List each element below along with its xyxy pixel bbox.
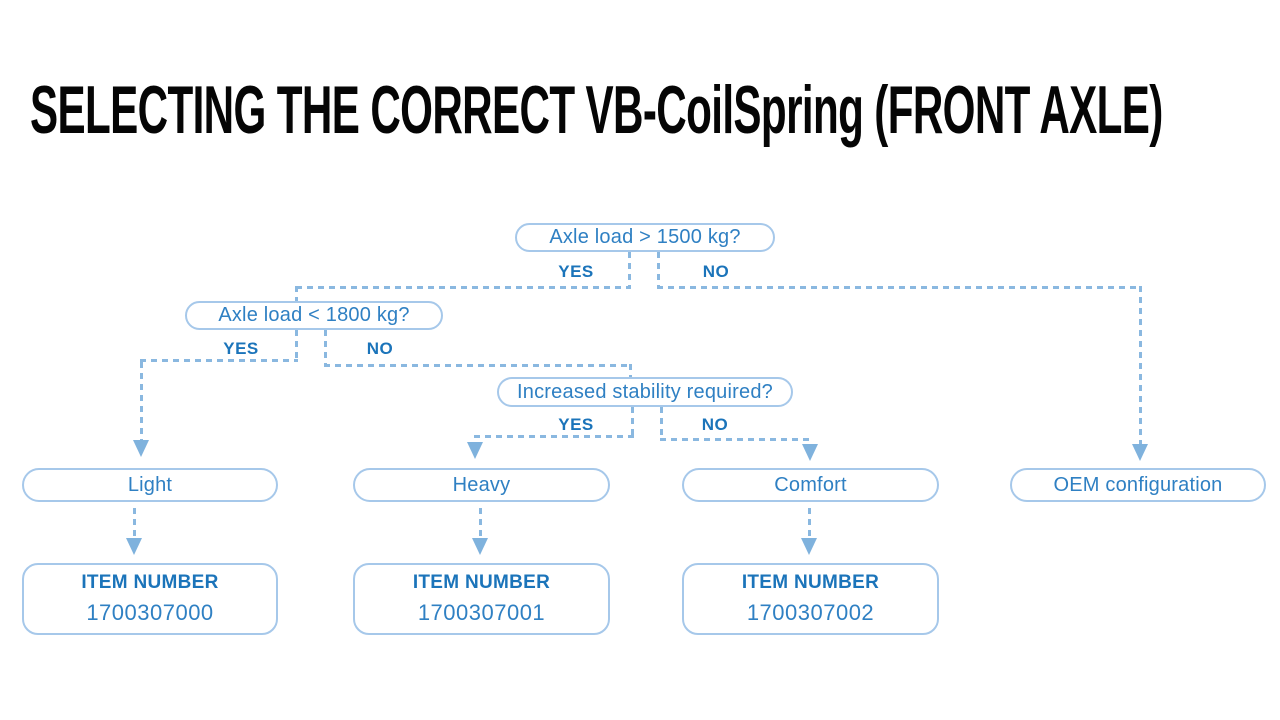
outcome-comfort-label: Comfort xyxy=(774,473,847,496)
item-number-box-heavy: ITEM NUMBER 1700307001 xyxy=(353,563,610,635)
item-number-heading: ITEM NUMBER xyxy=(81,572,219,593)
item-number-value: 1700307000 xyxy=(86,600,214,625)
arrow-into-item-2-icon xyxy=(472,538,488,555)
outcome-heavy-label: Heavy xyxy=(452,473,511,496)
item-number-heading: ITEM NUMBER xyxy=(741,572,880,593)
connector-d2-yes-horizontal xyxy=(140,359,298,362)
arrow-into-heavy-icon xyxy=(467,442,483,459)
arrow-into-comfort-icon xyxy=(802,444,818,461)
decision-3-yes-label: YES xyxy=(558,415,594,434)
decision-axle-load-1800-question: Axle load < 1800 kg? xyxy=(218,304,410,326)
arrow-into-oem-icon xyxy=(1132,444,1148,461)
connector-heavy-to-item xyxy=(479,508,482,538)
decision-axle-load-1800: Axle load < 1800 kg? xyxy=(185,301,443,330)
connector-into-d2 xyxy=(295,286,298,301)
item-number-value: 1700307002 xyxy=(746,600,875,625)
arrow-into-light-icon xyxy=(133,440,149,457)
connector-d3-no-stub xyxy=(660,407,663,440)
connector-d3-yes-horizontal xyxy=(474,435,634,438)
decision-axle-load-1500-question: Axle load > 1500 kg? xyxy=(549,226,741,248)
item-number-box-light: ITEM NUMBER 1700307000 xyxy=(22,563,278,635)
arrow-into-item-1-icon xyxy=(126,538,142,555)
item-number-heading: ITEM NUMBER xyxy=(412,572,551,593)
decision-2-no-label: NO xyxy=(366,339,394,358)
connector-d1-yes-stub xyxy=(628,252,631,288)
decision-axle-load-1500: Axle load > 1500 kg? xyxy=(515,223,775,252)
outcome-light: Light xyxy=(22,468,278,502)
outcome-oem-configuration-label: OEM configuration xyxy=(1053,473,1223,496)
connector-d1-yes-horizontal xyxy=(296,286,631,289)
outcome-heavy: Heavy xyxy=(353,468,610,502)
connector-to-oem xyxy=(1139,286,1142,444)
connector-d3-yes-stub xyxy=(631,407,634,437)
connector-light-to-item xyxy=(133,508,136,538)
connector-d3-no-horizontal xyxy=(660,438,811,441)
decision-2-yes-label: YES xyxy=(223,339,259,358)
decision-3-no-label: NO xyxy=(701,415,729,434)
outcome-comfort: Comfort xyxy=(682,468,939,502)
item-number-box-comfort: ITEM NUMBER 1700307002 xyxy=(682,563,939,635)
item-number-value: 1700307001 xyxy=(417,600,546,625)
decision-increased-stability-question: Increased stability required? xyxy=(517,380,773,403)
connector-d1-no-horizontal xyxy=(657,286,1142,289)
connector-d2-yes-stub xyxy=(295,330,298,361)
decision-increased-stability: Increased stability required? xyxy=(497,377,793,407)
connector-to-light xyxy=(140,362,143,440)
connector-into-d3 xyxy=(629,364,632,377)
outcome-oem-configuration: OEM configuration xyxy=(1010,468,1266,502)
decision-1-yes-label: YES xyxy=(558,262,594,281)
outcome-light-label: Light xyxy=(127,473,173,496)
decision-1-no-label: NO xyxy=(702,262,730,281)
connector-d2-no-stub xyxy=(324,330,327,366)
connector-d1-no-stub xyxy=(657,252,660,288)
page-title: SELECTING THE CORRECT VB-CoilSpring (FRO… xyxy=(30,72,1163,148)
arrow-into-item-3-icon xyxy=(801,538,817,555)
connector-d2-no-horizontal xyxy=(324,364,632,367)
connector-comfort-to-item xyxy=(808,508,811,538)
